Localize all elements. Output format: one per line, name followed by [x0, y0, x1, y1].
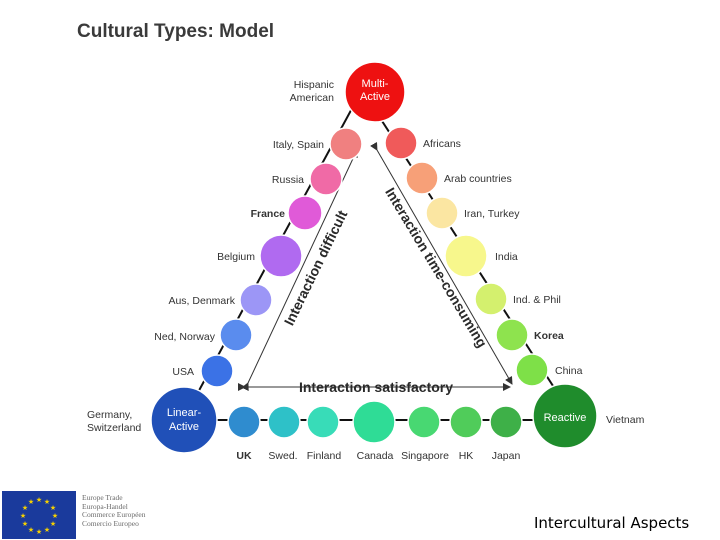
circle-ind-phil: [474, 282, 508, 316]
circle-usa: [200, 354, 234, 388]
label-africans: Africans: [423, 138, 461, 150]
label-belgium: Belgium: [217, 251, 255, 263]
page-title: Cultural Types: Model: [77, 21, 274, 42]
svg-text:★: ★: [22, 504, 28, 512]
svg-text:★: ★: [44, 498, 50, 506]
svg-text:★: ★: [50, 504, 56, 512]
circle-china: [515, 353, 549, 387]
label-uk: UK: [236, 450, 252, 462]
svg-text:★: ★: [20, 512, 26, 520]
eu-logo-caption: Europe Trade Europa-Handel Commerce Euro…: [82, 493, 146, 528]
label-russia: Russia: [272, 174, 304, 186]
circle-linear-active: [150, 386, 218, 454]
label-singapore: Singapore: [401, 450, 449, 462]
arrow-right: [370, 141, 513, 385]
eu-caption-line: Europe Trade: [82, 493, 123, 502]
circle-sweden: [267, 405, 301, 439]
label-vietnam: Vietnam: [606, 414, 645, 426]
circle-india: [444, 234, 488, 278]
label-france: France: [251, 208, 286, 220]
circle-korea: [495, 318, 529, 352]
label-canada: Canada: [357, 450, 394, 462]
svg-text:★: ★: [28, 498, 34, 506]
label-japan: Japan: [492, 450, 521, 462]
circle-uk: [227, 405, 261, 439]
svg-text:★: ★: [44, 526, 50, 534]
label-aus-denmark: Aus, Denmark: [168, 295, 235, 307]
label-arab-countries: Arab countries: [444, 173, 512, 185]
label-ned-norway: Ned, Norway: [154, 331, 215, 343]
label-hk: HK: [459, 450, 474, 462]
circle-iran-turkey: [425, 196, 459, 230]
eu-caption-line: Europa-Handel: [82, 501, 128, 511]
circle-canada: [352, 400, 396, 444]
svg-text:★: ★: [36, 528, 42, 536]
circle-finland: [306, 405, 340, 439]
label-india: India: [495, 251, 518, 263]
eu-caption-line: Comercio Europeo: [82, 518, 139, 528]
circle-france: [287, 195, 323, 231]
svg-text:★: ★: [52, 512, 58, 520]
label-usa: USA: [172, 366, 194, 378]
corner-label-reactive: Reactive: [544, 412, 587, 424]
circle-belgium: [259, 234, 303, 278]
circle-singapore: [407, 405, 441, 439]
edge-label-bottom: Interaction satisfactory: [299, 379, 453, 395]
label-italy-spain: Italy, Spain: [273, 139, 324, 151]
svg-text:★: ★: [22, 520, 28, 528]
label-ind-phil: Ind. & Phil: [513, 294, 561, 306]
eu-flag-logo: ★ ★ ★ ★ ★ ★ ★ ★ ★ ★ ★ ★: [2, 491, 76, 539]
circle-hk: [449, 405, 483, 439]
circle-japan: [489, 405, 523, 439]
label-germany-switzerland: Germany,Switzerland: [87, 409, 141, 434]
label-korea: Korea: [534, 330, 564, 342]
svg-text:★: ★: [28, 526, 34, 534]
circle-multi-active: [344, 61, 406, 123]
label-sweden: Swed.: [268, 450, 297, 462]
svg-text:★: ★: [50, 520, 56, 528]
footer-title: Intercultural Aspects: [534, 514, 690, 532]
eu-caption-line: Commerce Européen: [82, 510, 146, 520]
label-finland: Finland: [307, 450, 342, 462]
circle-aus-denmark: [239, 283, 273, 317]
circle-italy-spain: [329, 127, 363, 161]
circle-reactive: [532, 383, 598, 449]
circle-arab-countries: [405, 161, 439, 195]
circle-russia: [309, 162, 343, 196]
circle-ned-norway: [219, 318, 253, 352]
corner-label-linear-active: Linear-Active: [167, 407, 202, 433]
svg-text:★: ★: [36, 496, 42, 504]
circle-africans: [384, 126, 418, 160]
label-iran-turkey: Iran, Turkey: [464, 208, 520, 220]
label-china: China: [555, 365, 583, 377]
corner-label-multi-active: Multi-Active: [360, 78, 390, 103]
